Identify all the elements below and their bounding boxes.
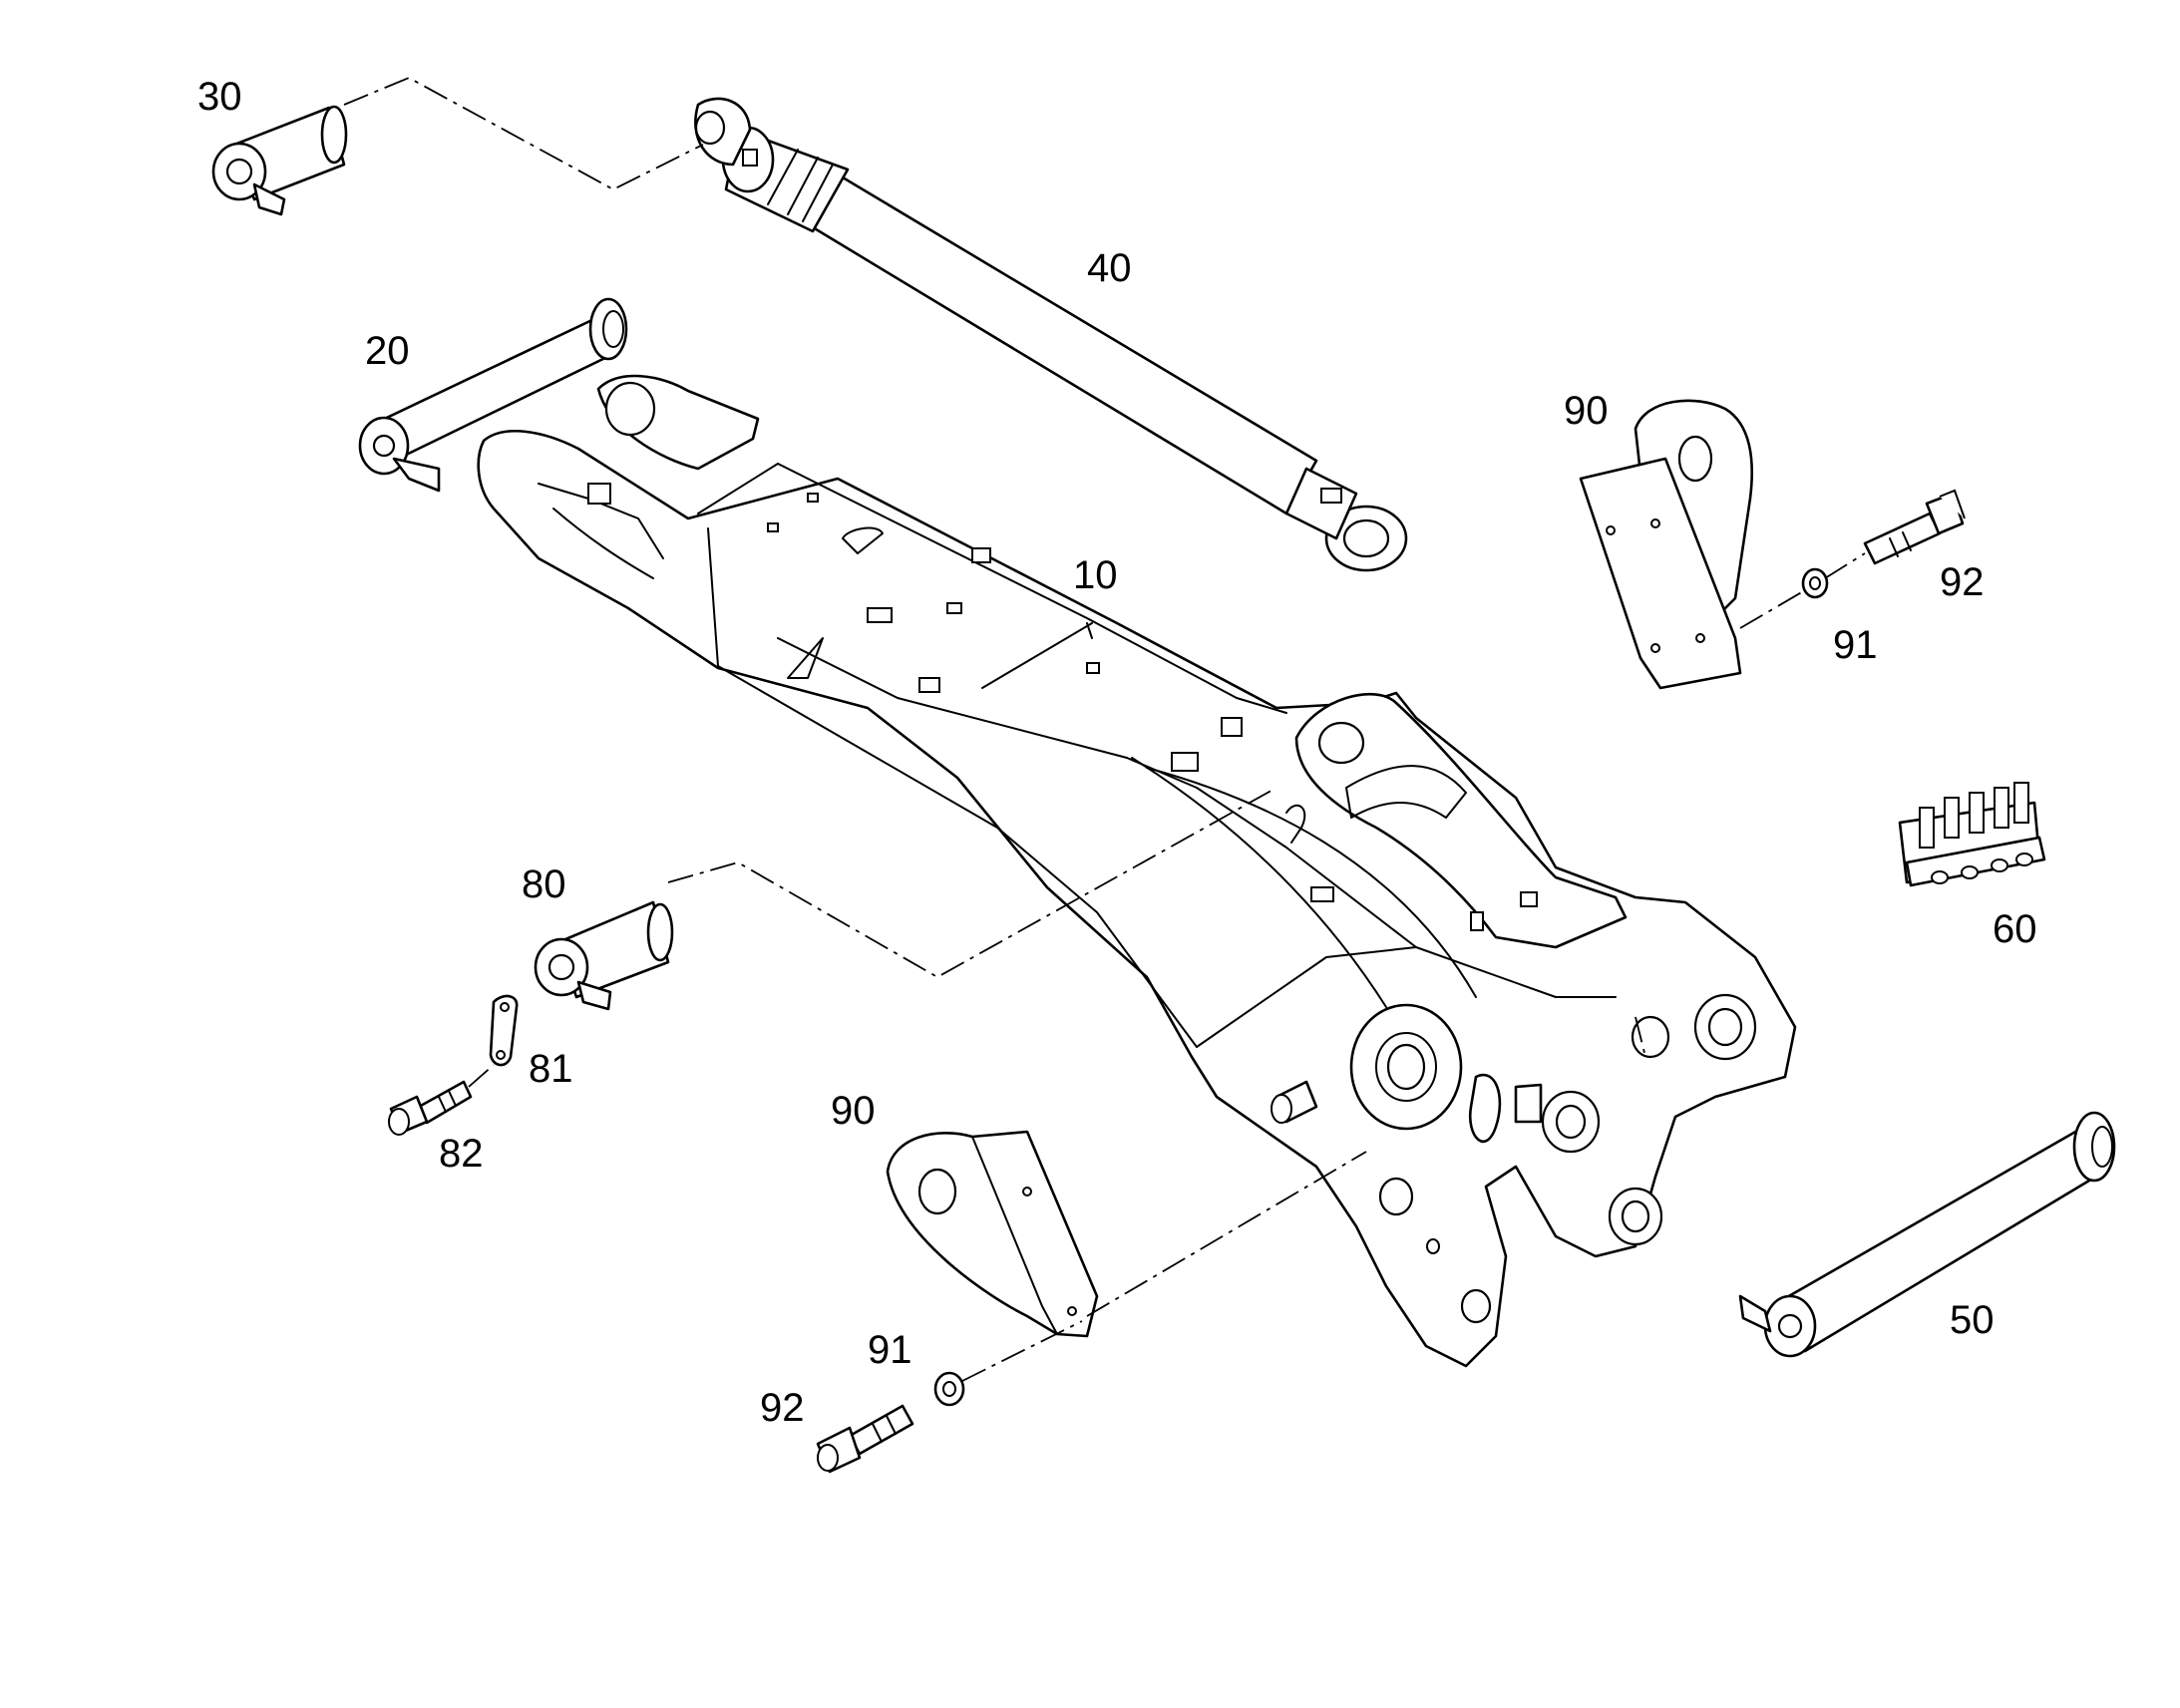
callout-80: 80 xyxy=(522,862,566,906)
boom-arm-part-10 xyxy=(477,374,1797,1368)
callout-92-bottom: 92 xyxy=(760,1386,805,1430)
washer-part-91-top xyxy=(1801,567,1829,599)
bracket-part-90-top xyxy=(1579,399,1753,690)
pin-part-50 xyxy=(1738,1111,2116,1358)
callout-10: 10 xyxy=(1073,553,1118,597)
callout-40: 40 xyxy=(1087,246,1132,290)
plate-part-81 xyxy=(489,994,519,1067)
washer-part-91-bottom xyxy=(933,1371,965,1407)
callout-91-top: 91 xyxy=(1833,623,1878,667)
bolt-part-82 xyxy=(388,1080,473,1136)
callout-20: 20 xyxy=(365,329,410,373)
pin-part-30 xyxy=(211,105,348,216)
callout-91-bottom: 91 xyxy=(868,1328,912,1372)
callout-50: 50 xyxy=(1950,1298,1995,1342)
callout-82: 82 xyxy=(439,1132,484,1176)
callout-labels: 30 40 20 90 10 92 91 60 80 81 82 90 91 9… xyxy=(197,75,2037,1430)
callout-30: 30 xyxy=(197,75,242,119)
bracket-part-90-bottom xyxy=(886,1130,1099,1338)
callout-81: 81 xyxy=(529,1047,573,1091)
callout-90-top: 90 xyxy=(1564,389,1609,433)
bolt-part-92-top xyxy=(1863,489,1966,565)
bolt-part-92-bottom xyxy=(816,1404,914,1474)
pin-part-20 xyxy=(358,297,628,493)
callout-90-bottom: 90 xyxy=(831,1089,876,1133)
callout-92-top: 92 xyxy=(1940,560,1985,604)
callout-60: 60 xyxy=(1993,907,2037,951)
kit-part-60 xyxy=(1898,782,2046,887)
assembly-centerlines xyxy=(343,77,1866,1382)
pin-part-80 xyxy=(534,900,674,1011)
hydraulic-cylinder-part-40 xyxy=(694,97,1408,572)
